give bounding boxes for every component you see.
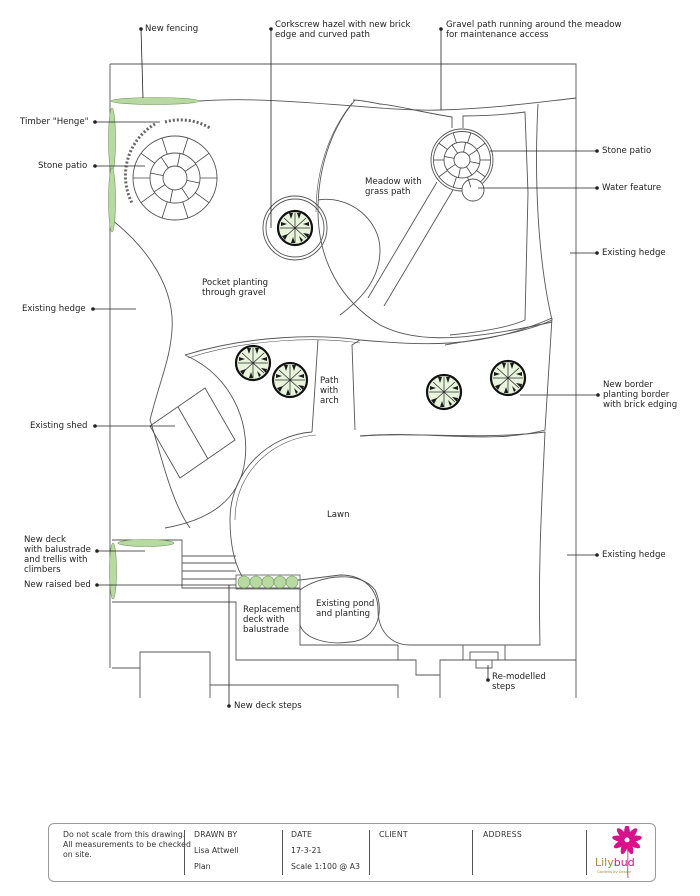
client-heading: CLIENT [379,830,408,839]
callout-existing-hedge-right-top: Existing hedge [602,248,666,258]
drawn-by-heading: DRAWN BY [194,830,238,839]
patio-joint [176,153,181,167]
area-label-replacement-deck: Replacement deck with balustrade [243,605,300,635]
drawn-by-section: DRAWN BY Lisa Attwell Plan [194,830,284,875]
callout-new-fencing: New fencing [145,24,199,34]
callout-timber-henge: Timber "Henge" [20,117,89,127]
patio-joint [194,192,210,204]
callout-new-raised-bed: New raised bed [24,580,91,590]
client-section: CLIENT [379,830,469,875]
patio-joint [182,201,189,219]
patio-joint [153,184,166,193]
patio-joint [467,176,472,188]
patio-joint [150,172,164,177]
callout-existing-hedge-right-bottom: Existing hedge [602,550,666,560]
address-heading: ADDRESS [483,830,522,839]
drawn-by-value: Lisa Attwell [194,846,239,855]
logo-name: Lilybud [595,856,635,869]
patio-joint [476,142,486,150]
area-label-lawn: Lawn [327,510,350,520]
patio-joint [140,192,156,204]
patio-joint [469,161,480,164]
patio-joint [463,142,466,153]
title-block: Do not scale from this drawing. All meas… [48,823,656,882]
patio-joint [160,156,169,169]
flower-icon [612,826,642,878]
divider [184,830,185,875]
callout-new-deck-steps: New deck steps [234,701,302,711]
patio-joint [181,187,190,200]
patio-joint [438,170,448,178]
tree [489,359,527,397]
site-boundary [110,63,577,698]
patio-joint [452,132,457,144]
patio-joint [451,144,458,154]
patio-joint [467,132,472,144]
patio-joint [140,152,156,164]
patio-joint [169,189,174,203]
patio-joint [161,201,168,219]
logo-name-part1: Lily [595,856,614,869]
callout-existing-hedge-left: Existing hedge [22,304,86,314]
patio-joint [468,149,478,156]
area-label-meadow: Meadow with grass path [365,177,422,197]
tree [234,344,272,382]
area-label-existing-pond: Existing pond and planting [316,599,375,619]
divider [369,830,370,875]
logo-name-part2: bud [613,856,635,869]
patio-joint [184,163,197,172]
patio-joint [466,166,473,176]
patio-joint [458,167,461,178]
date-heading: DATE [291,830,313,839]
patio-joint [161,137,168,155]
tree [425,373,463,411]
patio-joint [438,142,448,150]
callout-new-deck: New deck with balustrade and trellis wit… [24,535,91,575]
area-label-pocket-planting: Pocket planting through gravel [202,278,269,298]
divider [472,830,473,875]
callout-water-feature: Water feature [602,183,662,193]
patio-joint [476,170,486,178]
tree [271,361,309,399]
patio-joint [452,176,457,188]
corkscrew-hazel-tree [276,209,314,247]
divider [282,830,283,875]
callout-stone-patio-right: Stone patio [602,146,652,156]
new-fencing-hedge [108,97,301,600]
scale-note: Do not scale from this drawing. All meas… [63,830,191,859]
callout-remodelled-steps: Re-modelled steps [492,672,546,692]
scale-value: Scale 1:100 @ A3 [291,862,360,871]
drawing-type: Plan [194,862,211,871]
callout-gravel-path: Gravel path running around the meadow fo… [446,20,622,40]
address-section: ADDRESS [483,830,573,875]
patio-joint [446,164,456,171]
area-label-path-with-arch: Path with arch [320,376,339,406]
logo-tagline: Gardens by Design [597,870,632,874]
divider [586,830,587,875]
date-section: DATE 17-3-21 Scale 1:100 @ A3 [291,830,371,875]
callout-new-border: New border planting border with brick ed… [603,380,678,410]
patio-joint [194,152,210,164]
patio-joint [182,137,189,155]
lilybud-logo: Lilybud Gardens by Design [591,826,651,878]
patio-joint [186,179,200,184]
callout-stone-patio-left: Stone patio [38,161,88,171]
callout-corkscrew-hazel: Corkscrew hazel with new brick edge and … [275,20,411,40]
callout-existing-shed: Existing shed [30,421,88,431]
date-value: 17-3-21 [291,846,322,855]
patio-joint [444,156,455,159]
